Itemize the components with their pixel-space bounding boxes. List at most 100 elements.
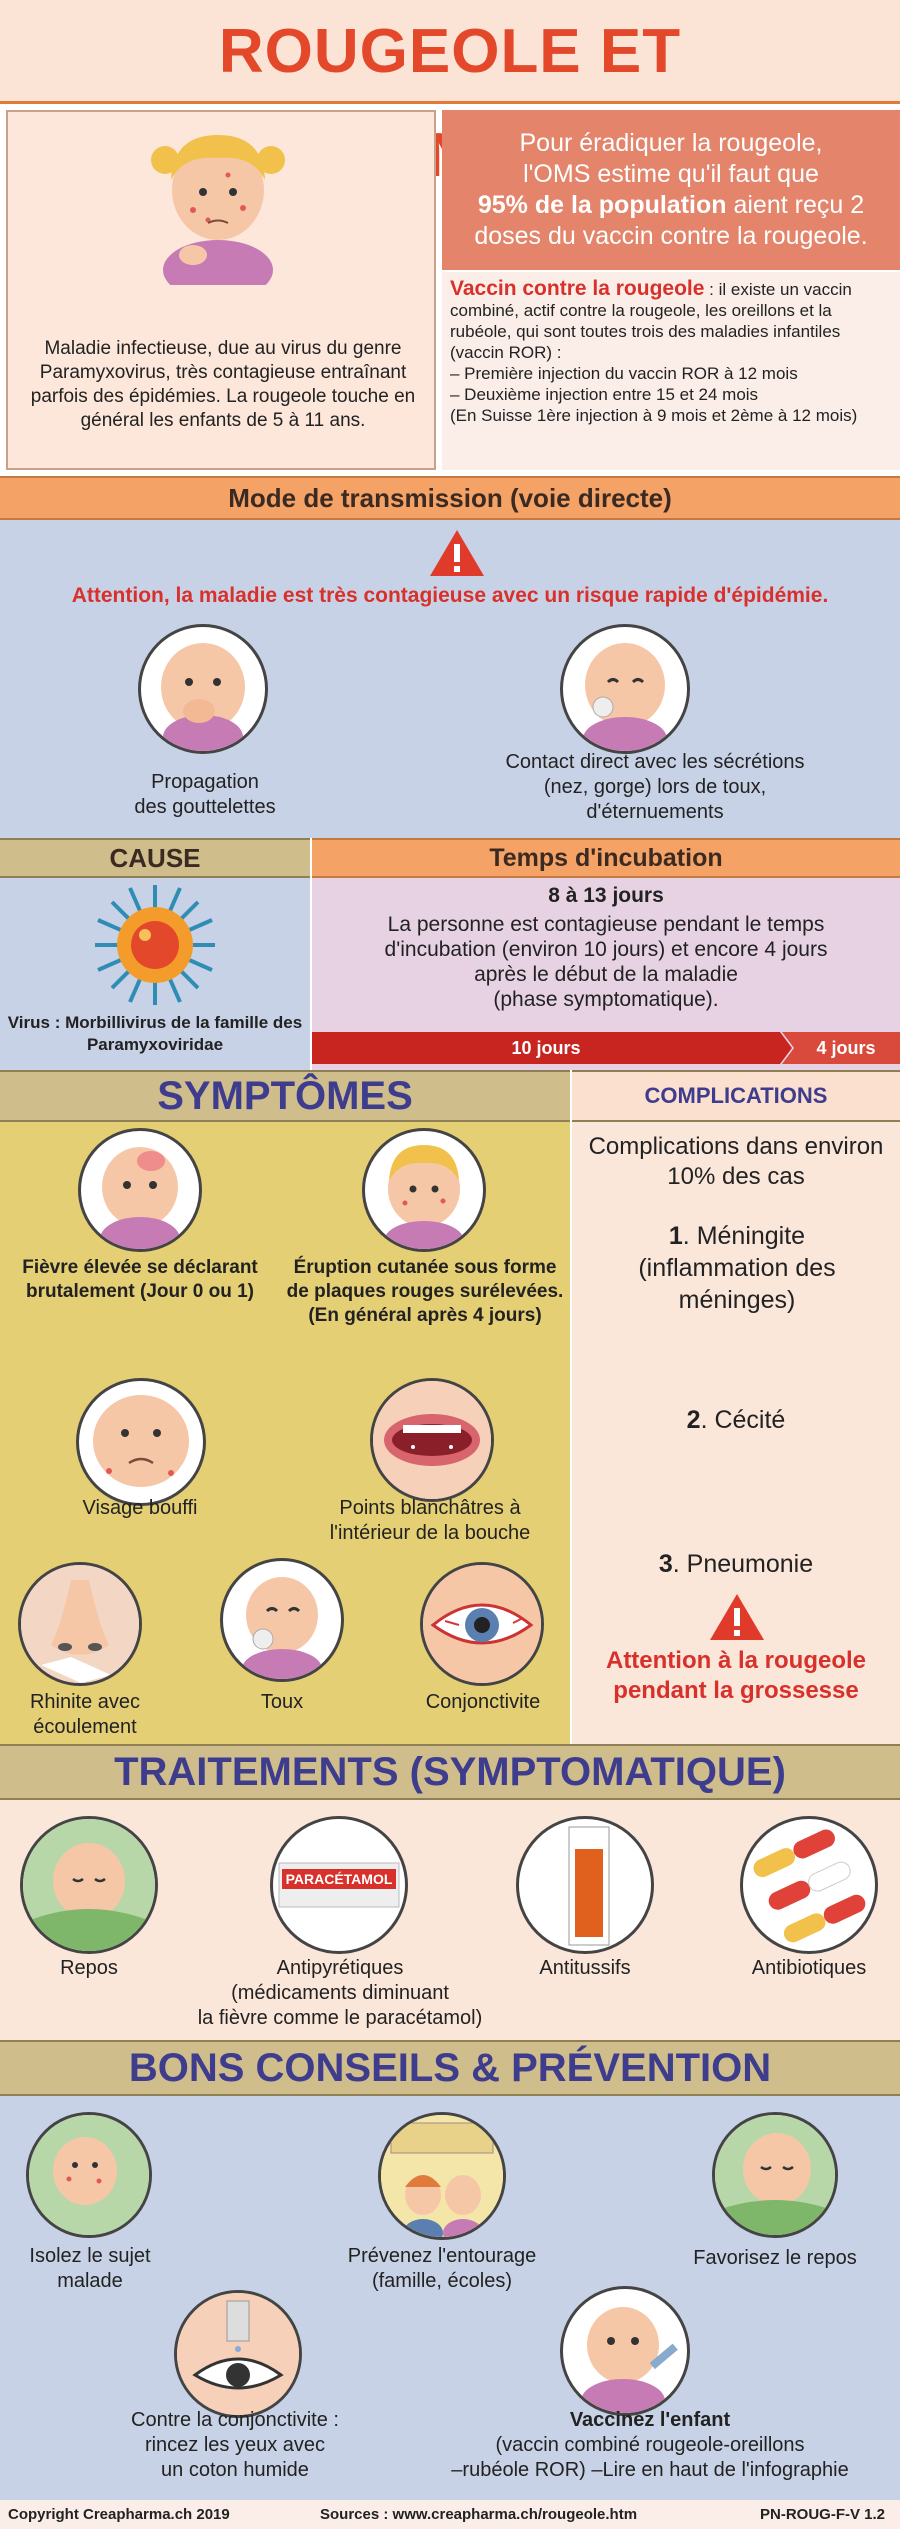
- timeline-incubation-label: 10 jours: [511, 1038, 581, 1058]
- cause-panel: Virus : Morbillivirus de la famille des …: [0, 878, 310, 1070]
- cause-heading: CAUSE: [0, 838, 310, 878]
- oms-bold: 95% de la population: [477, 191, 727, 219]
- complication-3-text: . Pneumonie: [672, 1550, 814, 1578]
- prevention-rest: Favorisez le repos: [693, 2247, 857, 2269]
- sleeping-baby-icon: [20, 1816, 158, 1954]
- p4-line3: un coton humide: [161, 2459, 309, 2481]
- complication-pneumonia: 3. Pneumonie: [572, 1550, 900, 1579]
- isolation-icon: [26, 2112, 152, 2238]
- oms-line2: l'OMS estime qu'il faut que: [523, 160, 819, 188]
- complications-panel: Complications dans environ 10% des cas 1…: [572, 1122, 900, 1744]
- item1-line1: Propagation: [151, 771, 259, 793]
- symptoms-heading-bar: SYMPTÔMES: [0, 1070, 570, 1122]
- oms-panel: Pour éradiquer la rougeole, l'OMS estime…: [442, 110, 900, 270]
- rash-girl-icon: [362, 1128, 486, 1252]
- vaccin-text: Vaccin contre la rougeole : il existe un…: [450, 278, 892, 363]
- t2-line1: Antipyrétiques: [276, 1957, 404, 1979]
- swollen-face-icon: [76, 1378, 206, 1506]
- school-icon: [378, 2112, 506, 2240]
- complication-meningitis: 1. Méningite (inflammation des méninges): [592, 1220, 882, 1316]
- transmission-panel: Attention, la maladie est très contagieu…: [0, 520, 900, 838]
- p5-line2: –rubéole ROR) –Lire en haut de l'infogra…: [451, 2459, 849, 2481]
- item2-line2: (nez, gorge) lors de toux,: [543, 776, 767, 798]
- treatments-panel: Repos PARACÉTAMOL Antipyrétiques (médica…: [0, 1800, 900, 2040]
- item1-line2: des gouttelettes: [134, 796, 276, 818]
- incubation-line4: (phase symptomatique).: [493, 988, 719, 1011]
- transmission-item2: Contact direct avec les sécrétions (nez,…: [490, 750, 820, 825]
- sneeze-baby-icon: [560, 624, 690, 754]
- title-bar: ROUGEOLE ET VACCINATION: [0, 0, 900, 190]
- footer-sources: Sources : www.creapharma.ch/rougeole.htm: [320, 2506, 638, 2523]
- symptom-mouth-spots: Points blanchâtres à l'intérieur de la b…: [329, 1497, 531, 1544]
- fever-baby-icon: [78, 1128, 202, 1252]
- symptom-cough: Toux: [260, 1691, 304, 1713]
- complications-heading: COMPLICATIONS: [644, 1083, 828, 1108]
- vaccin-title: Vaccin contre la rougeole: [450, 277, 705, 300]
- treatment-rest: Repos: [60, 1957, 118, 1979]
- cause-virus: Virus : Morbillivirus de la famille des …: [7, 1013, 303, 1054]
- oms-line3-text: aient reçu 2: [726, 191, 865, 219]
- vaccin-item1: – Première injection du vaccin ROR à 12 …: [450, 364, 798, 383]
- paracetamol-label: PARACÉTAMOL: [281, 1869, 397, 1889]
- vaccin-item2: – Deuxième injection entre 15 et 24 mois: [450, 385, 759, 404]
- symptom-swollen-face: Visage bouffi: [82, 1497, 198, 1519]
- vaccine-baby-icon: [560, 2286, 690, 2416]
- complications-warning: Attention à la rougeole pendant la gross…: [605, 1647, 866, 1704]
- complication-2-num: 2: [686, 1406, 701, 1434]
- pills-icon: [740, 1816, 878, 1954]
- complication-1-text: . Méningite (inflammation des méninges): [638, 1222, 836, 1314]
- oms-line4: doses du vaccin contre la rougeole.: [474, 222, 868, 250]
- prevention-conjunctivitis: Contre la conjonctivite : rincez les yeu…: [100, 2408, 370, 2483]
- warning-icon: [428, 528, 486, 578]
- paracetamol-icon: PARACÉTAMOL: [270, 1816, 408, 1954]
- p4-line1: Contre la conjonctivite :: [131, 2409, 339, 2431]
- red-eye-icon: [420, 1562, 544, 1686]
- intro-panel: Maladie infectieuse, due au virus du gen…: [6, 110, 436, 470]
- symptom-conjunctivitis: Conjonctivite: [425, 1691, 541, 1713]
- complication-2-text: . Cécité: [700, 1406, 786, 1434]
- complications-heading-bar: COMPLICATIONS: [572, 1070, 900, 1122]
- t2-line3: la fièvre comme le paracétamol): [197, 2007, 483, 2029]
- treatment-antibiotics: Antibiotiques: [751, 1957, 867, 1979]
- prevention-inform: Prévenez l'entourage (famille, écoles): [320, 2244, 564, 2294]
- p5-line1: (vaccin combiné rougeole-oreillons: [495, 2434, 805, 2456]
- droplets-baby-icon: [138, 624, 268, 754]
- runny-nose-icon: [18, 1562, 142, 1686]
- rest-baby-icon: [712, 2112, 838, 2238]
- symptoms-heading: SYMPTÔMES: [157, 1074, 413, 1118]
- complications-intro: Complications dans environ 10% des cas: [588, 1133, 884, 1190]
- footer-copyright: Copyright Creapharma.ch 2019: [8, 2506, 230, 2523]
- complication-3-num: 3: [658, 1550, 673, 1578]
- prevention-heading-bar: BONS CONSEILS & PRÉVENTION: [0, 2040, 900, 2096]
- incubation-timeline: 10 jours 4 jours: [312, 1032, 900, 1064]
- vaccin-item3: (En Suisse 1ère injection à 9 mois et 2è…: [450, 406, 858, 425]
- sick-girl-icon: [133, 120, 303, 285]
- treatment-antitussives: Antitussifs: [539, 1957, 631, 1979]
- p5-title: Vaccinez l'enfant: [569, 2409, 731, 2431]
- virus-icon: [90, 880, 220, 1010]
- symptom-runny-nose: Rhinite avec écoulement: [29, 1691, 141, 1738]
- incubation-panel: 8 à 13 jours La personne est contagieuse…: [312, 878, 900, 1070]
- complication-1-num: 1: [668, 1222, 683, 1250]
- incubation-heading: Temps d'incubation: [312, 838, 900, 878]
- p2-line1: Prévenez l'entourage: [347, 2245, 537, 2267]
- transmission-item1: Propagation des gouttelettes: [90, 770, 320, 820]
- intro-description: Maladie infectieuse, due au virus du gen…: [30, 338, 416, 431]
- mouth-spots-icon: [370, 1378, 494, 1502]
- cough-syrup-icon: [516, 1816, 654, 1954]
- symptom-rash: Éruption cutanée sous forme de plaques r…: [286, 1257, 564, 1326]
- transmission-heading: Mode de transmission (voie directe): [0, 476, 900, 520]
- t2-line2: (médicaments diminuant: [231, 1982, 449, 2004]
- symptoms-panel: Fièvre élevée se déclarant brutalement (…: [0, 1122, 570, 1744]
- vaccin-panel: Vaccin contre la rougeole : il existe un…: [442, 272, 900, 470]
- timeline-symptomatic-label: 4 jours: [816, 1038, 876, 1058]
- footer: Copyright Creapharma.ch 2019 Sources : w…: [0, 2500, 900, 2529]
- oms-line3: 95% de la population aient reçu 2: [450, 190, 892, 221]
- prevention-vaccinate: Vaccinez l'enfant (vaccin combiné rougeo…: [420, 2408, 880, 2483]
- incubation-line3: après le début de la maladie: [474, 963, 738, 986]
- p4-line2: rincez les yeux avec: [144, 2434, 326, 2456]
- item2-line1: Contact direct avec les sécrétions: [505, 751, 805, 773]
- pregnancy-warning-icon: [708, 1592, 766, 1642]
- treatment-antipyretics: Antipyrétiques (médicaments diminuant la…: [170, 1956, 510, 2031]
- incubation-line2: d'incubation (environ 10 jours) et encor…: [384, 938, 828, 961]
